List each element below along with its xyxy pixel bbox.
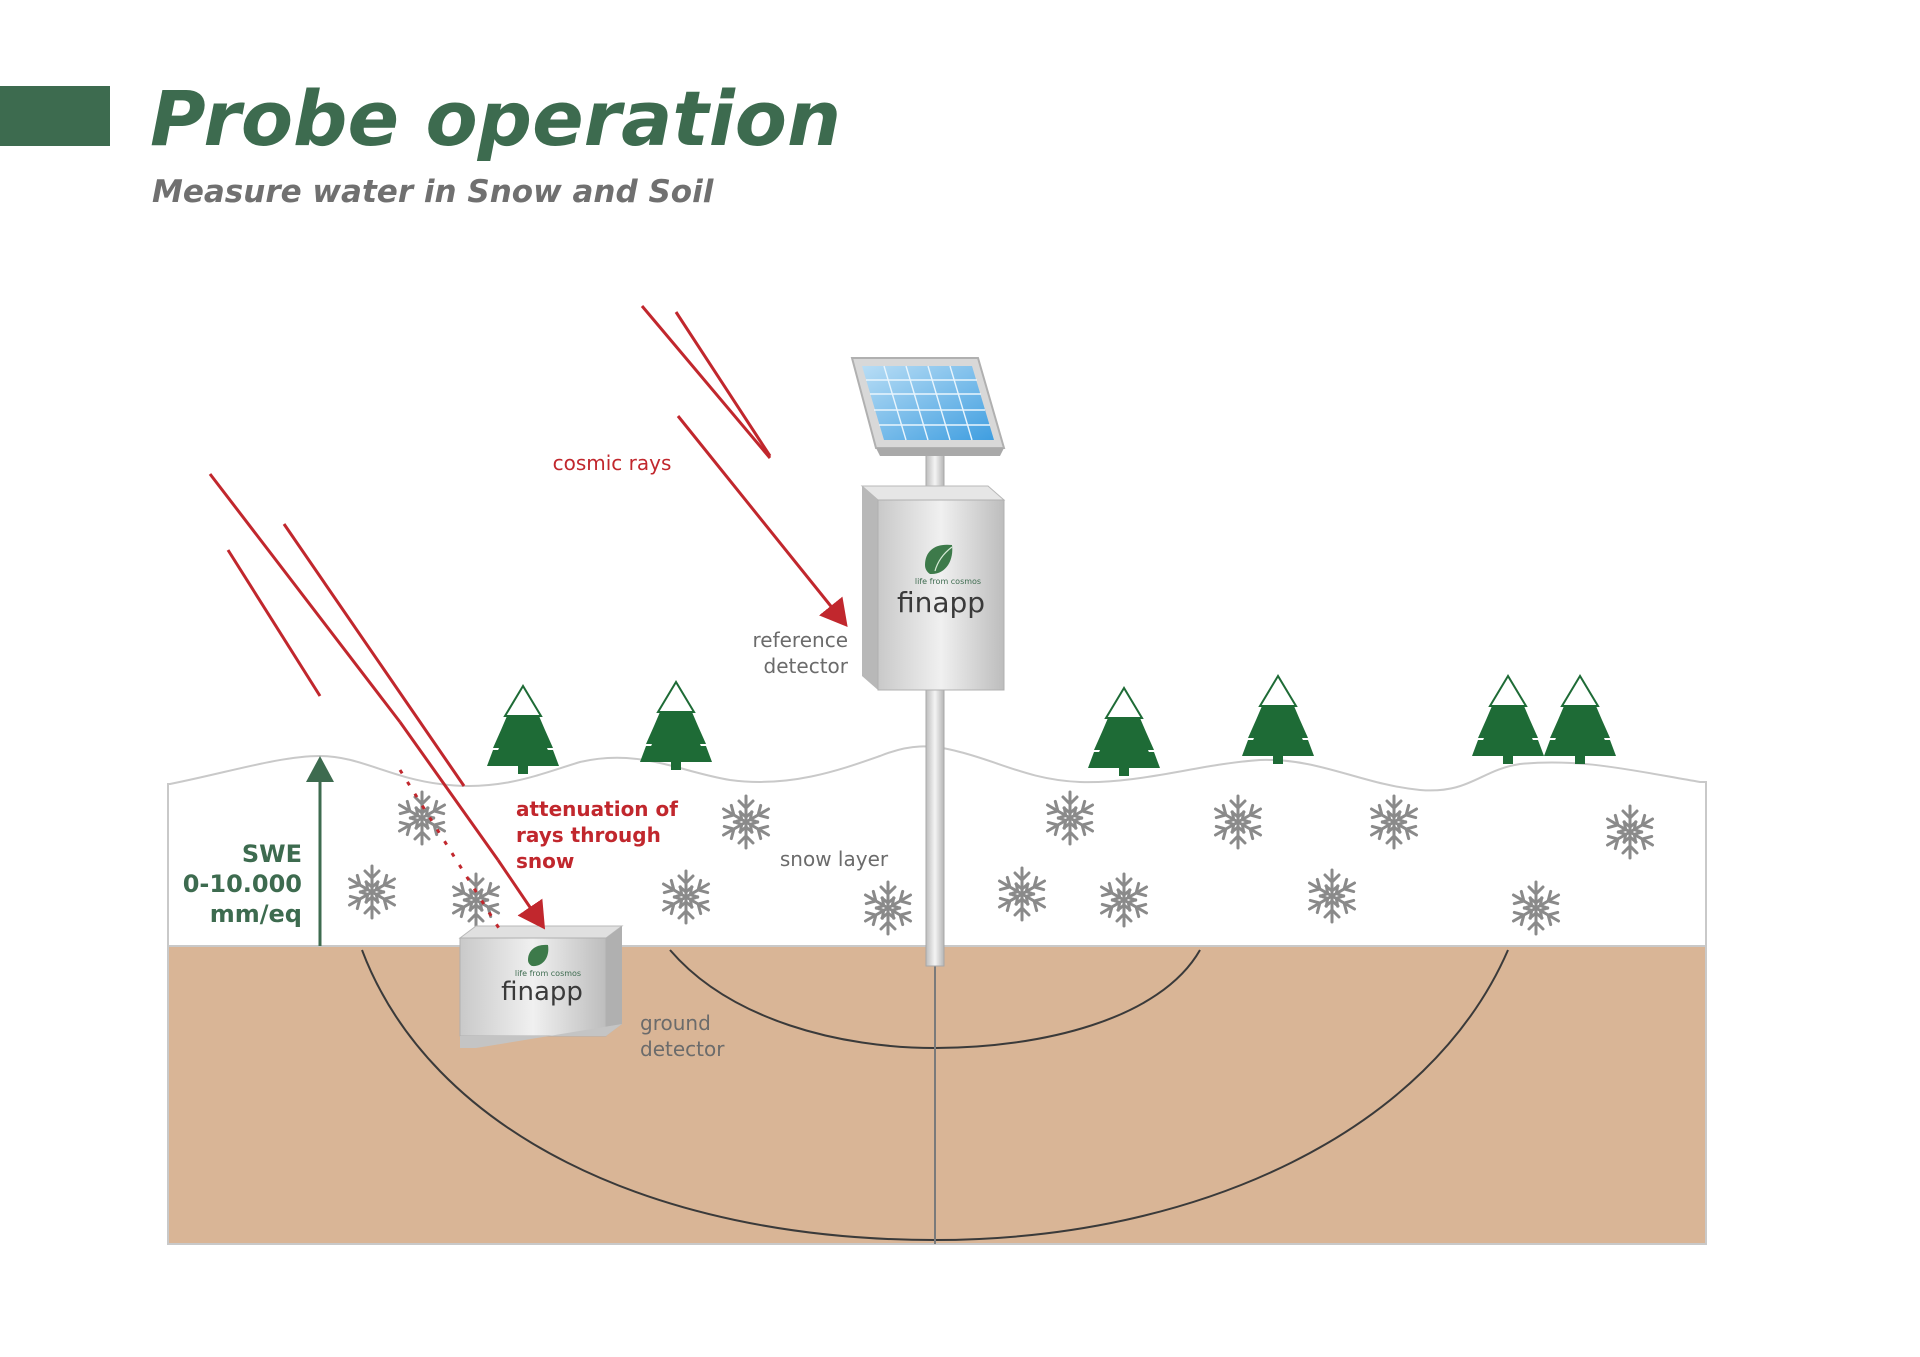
leaf-logo-icon — [528, 944, 549, 967]
soil-layer — [167, 945, 1707, 1245]
ray-into-snow — [398, 721, 500, 861]
footprint-arc-ground-right — [934, 949, 1509, 1241]
ground-detector-box: life from cosmos finapp — [458, 925, 624, 1048]
footprint-arc-ref-right — [934, 949, 1201, 1049]
reference-detector-box: life from cosmos finapp — [860, 485, 1006, 691]
footprint-arc-ref-left — [669, 949, 936, 1049]
swe-label-line1: SWE — [242, 840, 302, 868]
ground-detector-label-line1: ground — [640, 1011, 711, 1035]
logo-wordmark: finapp — [501, 977, 583, 1007]
pine-tree-icon — [1543, 675, 1617, 765]
footprint-arc-ground-left — [361, 949, 936, 1241]
swe-arrow — [306, 756, 334, 946]
solar-panel-icon — [850, 357, 1006, 456]
attenuation-label-line2: rays through — [516, 823, 661, 847]
ray-to-ground-detector — [496, 859, 546, 930]
reference-detector-label-line2: detector — [764, 654, 849, 678]
pine-tree-icon — [1241, 675, 1315, 765]
cosmic-rays-left — [208, 473, 466, 787]
cosmic-rays-upper — [640, 305, 848, 628]
header-accent-bar — [0, 86, 110, 146]
page-title: Probe operation — [150, 74, 842, 163]
leaf-logo-icon — [925, 544, 953, 575]
swe-label-line2: 0-10.000 — [183, 870, 302, 898]
pine-tree-icon — [1471, 675, 1545, 765]
logo-tagline: life from cosmos — [515, 969, 581, 978]
attenuation-label-line1: attenuation of — [516, 797, 678, 821]
attenuated-ray-dotted — [398, 769, 502, 931]
logo-wordmark: finapp — [897, 586, 985, 619]
pine-tree-icon — [639, 681, 713, 771]
snow-layer-label: snow layer — [780, 847, 889, 871]
cosmic-rays-label: cosmic rays — [553, 451, 672, 475]
page-subtitle: Measure water in Snow and Soil — [152, 174, 714, 210]
pine-tree-icon — [486, 685, 560, 775]
reference-detector-label-line1: reference — [753, 628, 849, 652]
ground-detector-label-line2: detector — [640, 1037, 725, 1061]
logo-tagline: life from cosmos — [915, 577, 981, 586]
swe-label-line3: mm/eq — [210, 900, 302, 928]
pine-tree-icon — [1087, 687, 1161, 777]
attenuation-label-line3: snow — [516, 849, 574, 873]
